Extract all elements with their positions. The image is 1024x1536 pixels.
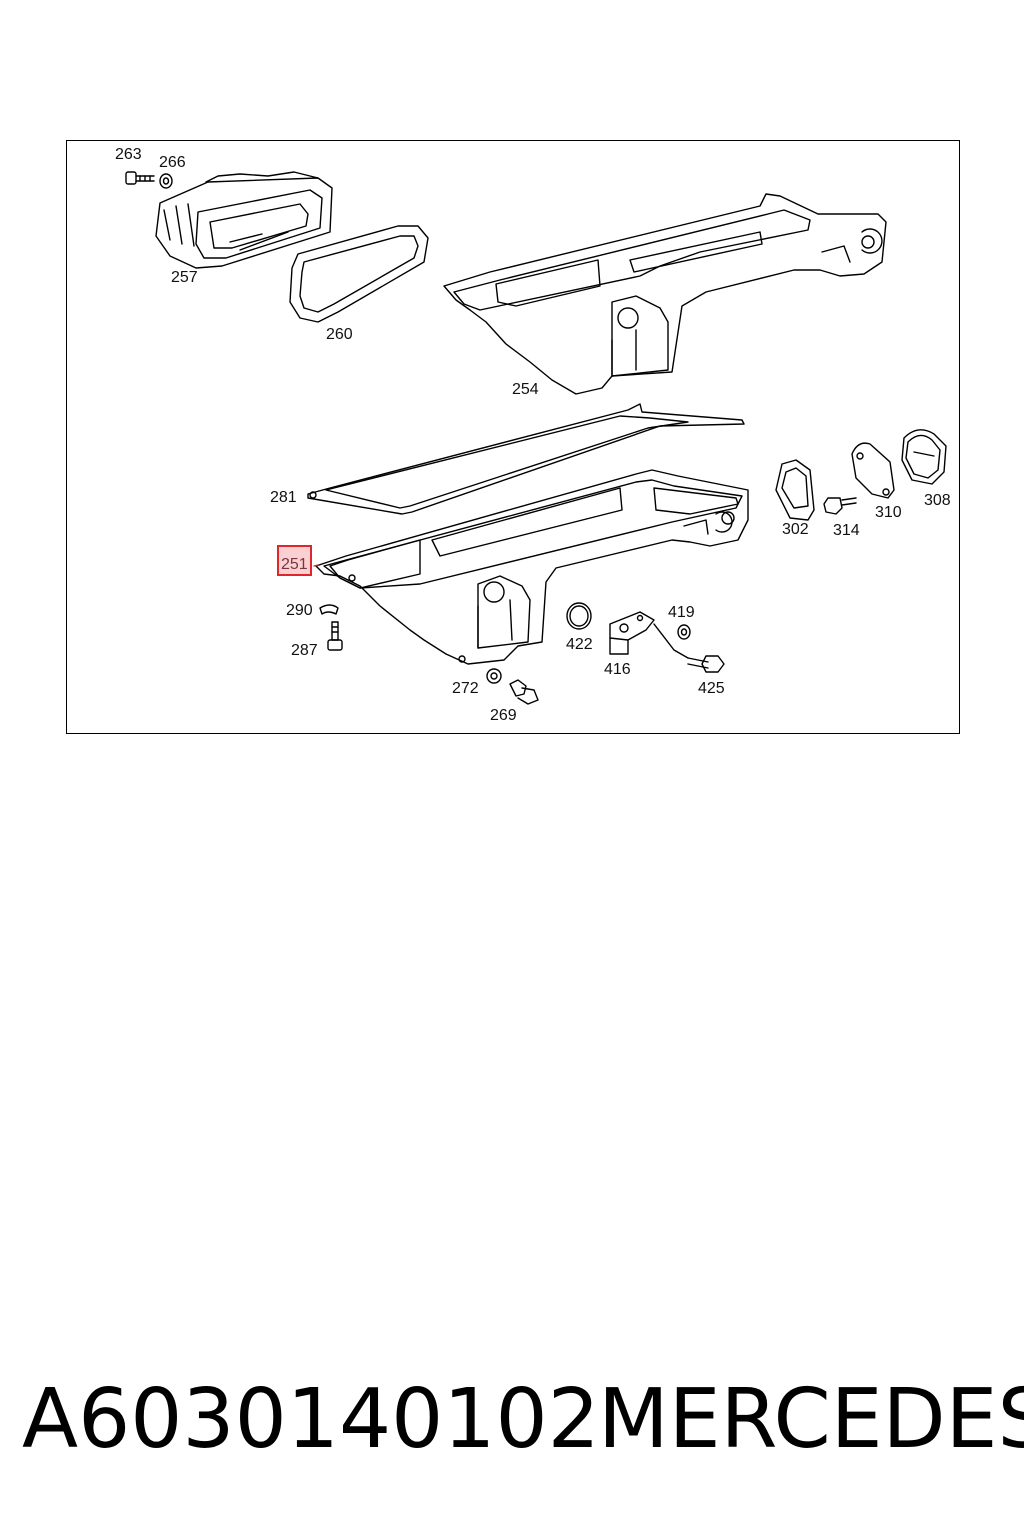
callout-260[interactable]: 260 [326, 326, 353, 343]
gasket-260-icon [289, 225, 429, 323]
part-number: A6030140102 [22, 1372, 600, 1467]
callout-425[interactable]: 425 [698, 680, 725, 697]
bolt-263-icon [125, 171, 155, 185]
callout-272[interactable]: 272 [452, 680, 479, 697]
sensor-416-icon [609, 611, 689, 659]
callout-290[interactable]: 290 [286, 602, 313, 619]
callout-281[interactable]: 281 [270, 489, 297, 506]
parts-diagram [125, 171, 947, 705]
cover-308-icon [901, 429, 947, 485]
brand-name: MERCEDES [598, 1372, 1024, 1467]
oil-pan-251-icon [315, 469, 749, 665]
callout-257[interactable]: 257 [171, 269, 198, 286]
callout-308[interactable]: 308 [924, 492, 951, 509]
callout-263[interactable]: 263 [115, 146, 142, 163]
washer-272-icon [486, 668, 502, 684]
callout-302[interactable]: 302 [782, 521, 809, 538]
oil-pan-lower-254-icon [443, 193, 887, 395]
seal-290-icon [319, 604, 339, 615]
callout-422[interactable]: 422 [566, 636, 593, 653]
callout-269[interactable]: 269 [490, 707, 517, 724]
callout-310[interactable]: 310 [875, 504, 902, 521]
oil-pan-upper-257-icon [155, 171, 333, 269]
gasket-310-icon [851, 442, 895, 499]
cover-302-icon [775, 459, 815, 521]
callout-314[interactable]: 314 [833, 522, 860, 539]
callout-266[interactable]: 266 [159, 154, 186, 171]
washer-419-icon [677, 624, 691, 640]
callout-251[interactable]: 251 [277, 545, 312, 576]
bolt-287-icon [327, 621, 343, 651]
bolt-425-icon [687, 655, 725, 673]
callout-254[interactable]: 254 [512, 381, 539, 398]
callout-287[interactable]: 287 [291, 642, 318, 659]
callout-416[interactable]: 416 [604, 661, 631, 678]
gasket-281-icon [307, 403, 745, 515]
o-ring-422-icon [566, 602, 592, 630]
footer: A6030140102 MERCEDES [22, 1370, 1024, 1470]
callout-419[interactable]: 419 [668, 604, 695, 621]
drain-plug-269-icon [509, 679, 539, 705]
bolt-314-icon [823, 497, 857, 515]
diagram-frame [66, 140, 960, 734]
washer-266-icon [159, 173, 173, 189]
